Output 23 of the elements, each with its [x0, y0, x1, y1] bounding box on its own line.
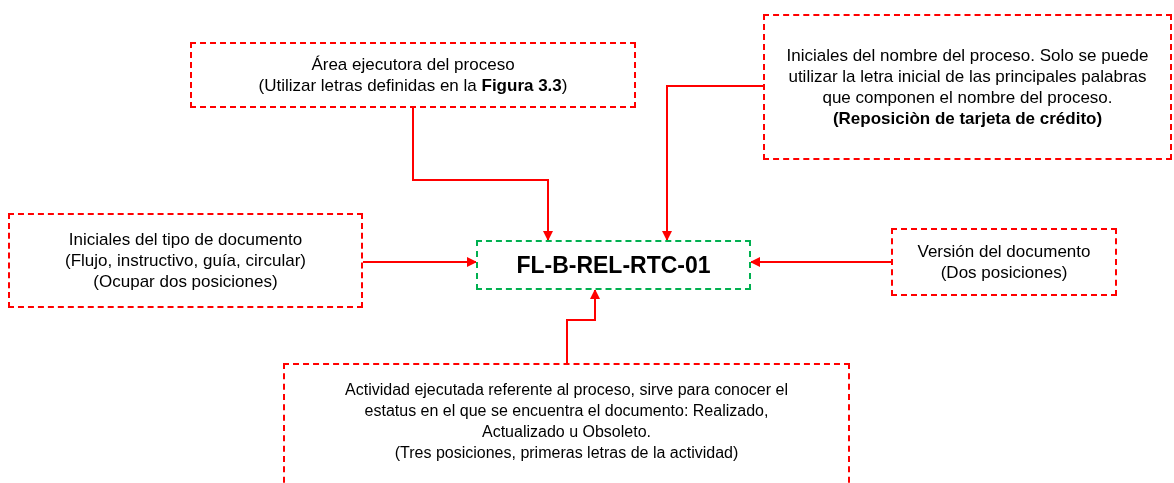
note-text: (Reposiciòn de tarjeta de crédito) [832, 108, 1103, 129]
arrow [362, 257, 477, 267]
document-code: FL-B-REL-RTC-01 [516, 254, 711, 276]
note-text: (Dos posiciones) [940, 262, 1068, 283]
note-text: (Utilizar letras definidas en la Figura 3.3) [258, 75, 568, 96]
note-text: Iniciales del tipo de documento [68, 229, 303, 250]
arrow [750, 257, 892, 267]
note-text: Área ejecutora del proceso [311, 54, 515, 75]
arrow [566, 289, 600, 364]
note-box [891, 228, 1117, 296]
note-text: Actividad ejecutada referente al proceso, sirve para conocer el estatus en el que se encuentra el documento: Realizado, Actualizado u Obsoleto. [345, 380, 788, 442]
note-box [763, 14, 1172, 160]
note-text: (Ocupar dos posiciones) [93, 271, 278, 292]
code-box [476, 240, 751, 290]
note-text: (Flujo, instructivo, guía, circular) [65, 250, 306, 271]
note-box [190, 42, 636, 108]
arrow [412, 107, 553, 241]
note-box [283, 363, 850, 483]
note-text: Iniciales del nombre del proceso. Solo se puede utilizar la letra inicial de las principales palabras que componen el nombre del proceso. [785, 45, 1150, 108]
note-text: (Tres posiciones, primeras letras de la actividad) [394, 443, 739, 463]
arrow [662, 85, 764, 241]
note-text: Versión del documento [917, 241, 1091, 262]
note-box [8, 213, 363, 308]
